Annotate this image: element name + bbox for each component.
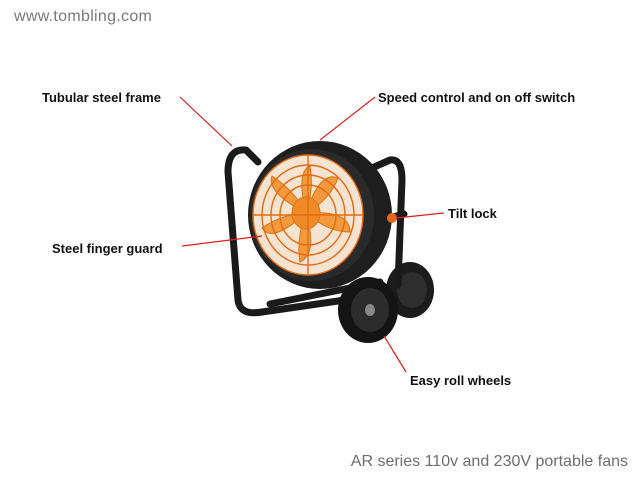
product-caption: AR series 110v and 230V portable fans: [350, 453, 628, 470]
tilt-lock-knob: [387, 213, 397, 223]
leader-line-guard: [181, 235, 263, 247]
leader-line-speed: [319, 96, 376, 141]
fan-blades: [261, 165, 351, 263]
front-wheel: [338, 277, 398, 343]
label-tubular-steel-frame: Tubular steel frame: [42, 90, 161, 105]
label-steel-finger-guard: Steel finger guard: [52, 241, 163, 256]
leader-lines: [179, 96, 445, 373]
leader-line-tilt: [395, 212, 445, 219]
label-tilt-lock: Tilt lock: [448, 206, 497, 221]
website-watermark: www.tombling.com: [14, 8, 153, 25]
label-easy-roll-wheels: Easy roll wheels: [410, 373, 512, 388]
leader-line-frame: [179, 96, 233, 147]
finger-guard: [252, 154, 364, 276]
leader-line-wheels: [383, 335, 407, 373]
label-speed-control: Speed control and on off switch: [378, 90, 576, 105]
